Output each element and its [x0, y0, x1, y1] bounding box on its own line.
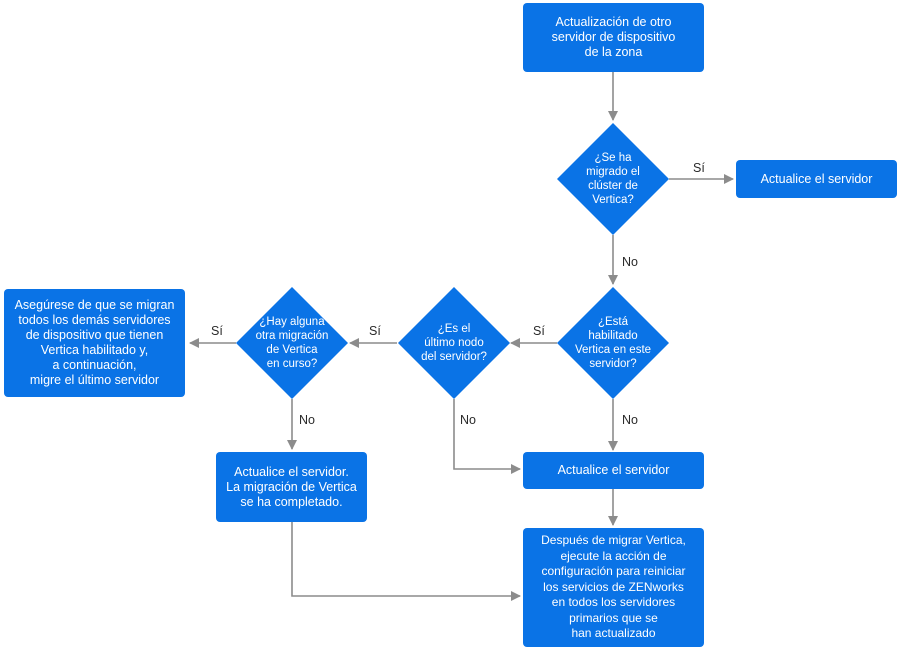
label-other-migration-no: No — [299, 413, 315, 427]
decision-cluster-diamond — [557, 123, 669, 235]
edge-complete-to-final — [291, 522, 521, 601]
update-server-node-2: Actualice el servidor — [523, 452, 704, 489]
final-step-node: Después de migrar Vertica, ejecute la ac… — [523, 528, 704, 647]
ensure-migrate-node: Asegúrese de que se migran todos los dem… — [4, 289, 185, 397]
decision-last-node-diamond — [398, 287, 510, 399]
label-last-node-no: No — [460, 413, 476, 427]
update-server-complete-node: Actualice el servidor. La migración de V… — [216, 452, 367, 522]
label-enabled-yes: Sí — [533, 324, 545, 338]
decision-vertica-enabled-diamond — [557, 287, 669, 399]
decision-cluster-text: ¿Se ha migrado el clúster de Vertica? — [586, 152, 640, 206]
start-node: Actualización de otro servidor de dispos… — [523, 3, 704, 72]
label-other-migration-yes: Sí — [211, 324, 223, 338]
decision-other-migration-diamond — [236, 287, 348, 399]
label-cluster-no: No — [622, 255, 638, 269]
label-last-node-yes: Sí — [369, 324, 381, 338]
edge-last-node-no — [453, 399, 521, 474]
label-cluster-yes: Sí — [693, 161, 705, 175]
update-server-node: Actualice el servidor — [736, 160, 897, 198]
decision-last-node-text: ¿Es el último nodo del servidor? — [421, 323, 487, 363]
label-enabled-no: No — [622, 413, 638, 427]
decision-other-migration-text: ¿Hay alguna otra migración de Vertica en… — [255, 316, 329, 370]
decision-vertica-enabled-text: ¿Está habilitado Vertica en este servido… — [574, 316, 652, 370]
